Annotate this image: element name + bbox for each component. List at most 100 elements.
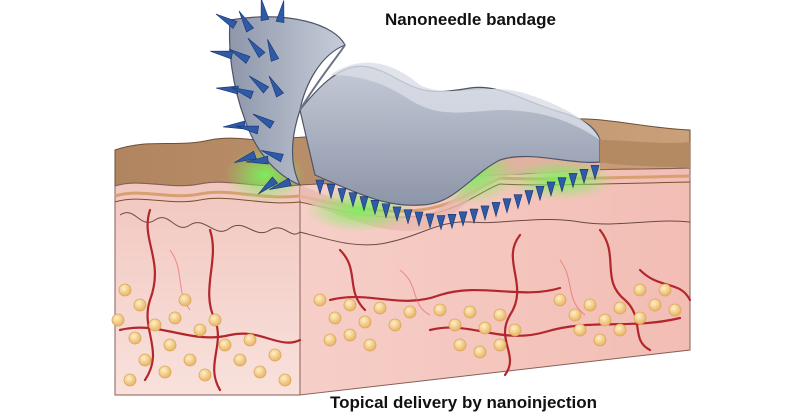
bandage-curl [228, 16, 346, 187]
nanoneedle-icon [403, 209, 413, 225]
nanoneedle-icon [370, 200, 380, 216]
bandage-curl-edge [299, 44, 346, 111]
nanoneedle-icon [238, 10, 254, 33]
fat-cell-icon [118, 283, 132, 297]
nanoneedle-icon [267, 39, 280, 62]
nanoneedle-icon [469, 208, 479, 225]
fat-cell-icon [668, 303, 682, 317]
nanoneedle-icon [392, 206, 402, 222]
fat-cell-icon [508, 323, 522, 337]
fat-cell-icon [218, 338, 232, 352]
nanoneedle-icon [524, 190, 534, 206]
nanoneedle-icon [436, 215, 446, 231]
fat-cell-icon [233, 353, 247, 367]
fat-cell-icon [463, 305, 477, 319]
nanoneedle-icon [359, 196, 369, 212]
fat-cell-icon [183, 353, 197, 367]
nanoneedle-icon [257, 176, 279, 195]
fat-cell-icon [138, 353, 152, 367]
nanoneedle-icon [248, 75, 270, 94]
fat-cell-icon [658, 283, 672, 297]
fat-cell-icon [453, 338, 467, 352]
fat-cell-icon [323, 333, 337, 347]
nanoneedle-icon [535, 185, 545, 202]
nanoneedle-icon [348, 192, 358, 208]
fat-cell-icon [198, 368, 212, 382]
fat-cell-icon [493, 308, 507, 322]
nanoneedle-icon [247, 37, 266, 59]
fat-cell-icon [313, 293, 327, 307]
nanoneedle-icon [513, 194, 523, 210]
nanoneedle-icon [234, 150, 257, 163]
nanoneedle-icon [261, 150, 284, 163]
fat-cell-icon [403, 305, 417, 319]
nanoneedle-icon [210, 0, 600, 231]
fat-cell-icon [123, 373, 137, 387]
fat-cell-icon [243, 333, 257, 347]
fat-cell-icon [573, 323, 587, 337]
nanoneedle-icon [414, 211, 424, 228]
fat-cell-icon [163, 338, 177, 352]
nanoneedle-icon [236, 125, 260, 135]
nanoneedle-icon [268, 75, 284, 98]
nanoneedle-icon [228, 48, 251, 64]
fat-cell-icon [648, 298, 662, 312]
nanoneedle-icon [579, 169, 589, 185]
nanoneedle-icon [210, 50, 234, 60]
nanoneedle-icon [546, 181, 556, 198]
fat-cell-icon [148, 318, 162, 332]
fat-cell-icon [363, 338, 377, 352]
fat-cell-icon [268, 348, 282, 362]
nanoneedle-icon [491, 202, 501, 218]
nanoneedle-icon [447, 213, 457, 230]
fat-cell-icon [208, 313, 222, 327]
nanoneedle-icon [568, 173, 578, 189]
fat-cell-icon [613, 323, 627, 337]
diagram-title: Nanoneedle bandage [385, 10, 556, 29]
fat-cell-icon [111, 283, 682, 387]
fat-cell-icon [278, 373, 292, 387]
nanoneedle-icon [480, 205, 490, 221]
nanoneedle-icon [315, 179, 325, 196]
fat-cell-icon [583, 298, 597, 312]
nanoneedle-icon [337, 188, 347, 204]
nanoneedle-icon [252, 113, 275, 129]
fat-cell-icon [598, 313, 612, 327]
fat-cell-icon [593, 333, 607, 347]
fat-cell-icon [373, 301, 387, 315]
fat-cell-icon [128, 331, 142, 345]
fat-cell-icon [168, 311, 182, 325]
fat-cell-icon [478, 321, 492, 335]
fat-cell-icon [178, 293, 192, 307]
nanoneedle-icon [590, 165, 600, 181]
skin-top-behind [600, 140, 690, 168]
fat-cell-icon [568, 308, 582, 322]
nanoneedle-icon [260, 0, 270, 22]
fat-cell-icon [553, 293, 567, 307]
nanoneedle-icon [275, 0, 285, 24]
nanoneedle-icon [557, 177, 567, 193]
bandage-top-shade [330, 62, 600, 140]
nanoneedle-icon [216, 85, 239, 95]
fat-cell-icon [343, 298, 357, 312]
fat-cell-icon [111, 313, 125, 327]
nanoneedle-icon [381, 203, 391, 219]
nanoneedle-icon [215, 13, 238, 29]
fat-cell-icon [633, 311, 647, 325]
nanoneedle-icon [502, 198, 512, 214]
fat-cell-icon [133, 298, 147, 312]
nanoneedle-icon [458, 211, 468, 227]
fat-cell-icon [633, 283, 647, 297]
dermal-papillae [119, 212, 691, 246]
fat-cell-icon [493, 338, 507, 352]
nanoneedle-icon [326, 184, 336, 200]
fat-cell-icon [613, 301, 627, 315]
nanoneedle-icon [269, 177, 292, 190]
diagram-caption: Topical delivery by nanoinjection [330, 393, 598, 412]
fat-cell-icon [343, 328, 357, 342]
fat-cell-icon [158, 365, 172, 379]
nanoneedle-icon [246, 155, 269, 165]
nanoneedle-icon [425, 213, 435, 230]
fat-cell-icon [193, 323, 207, 337]
